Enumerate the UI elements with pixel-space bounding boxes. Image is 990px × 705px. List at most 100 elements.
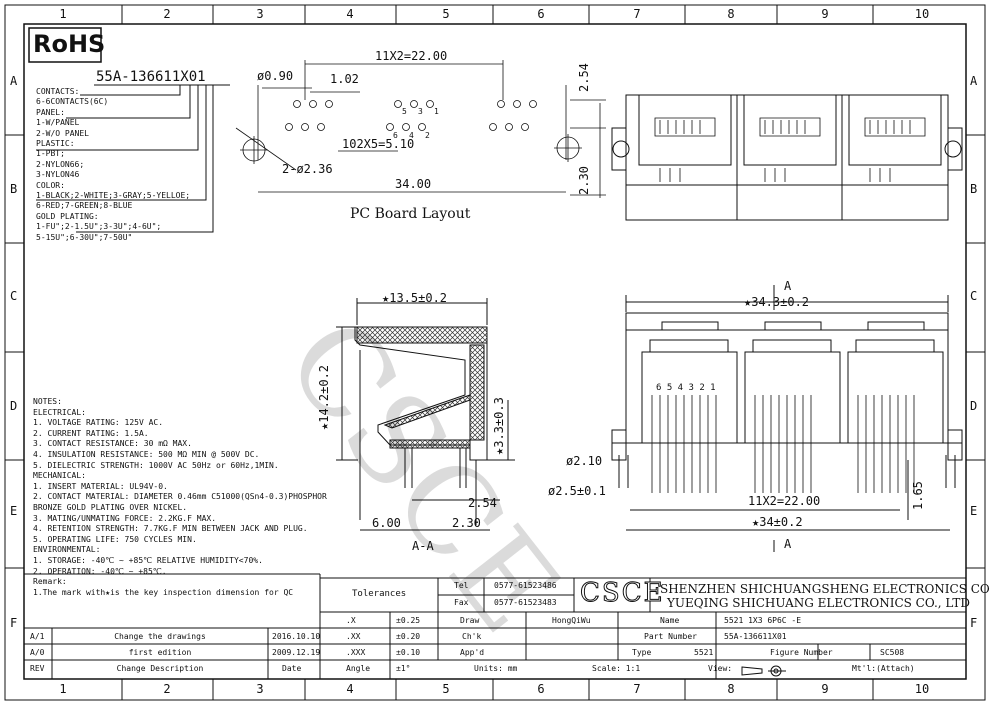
tb-fax: 0577-61523483 (494, 598, 557, 607)
section-dim-pin: ★3.3±0.3 (492, 397, 506, 455)
note-line: 5. DIELECTRIC STRENGTH: 1000V AC 50Hz or… (33, 460, 279, 470)
note-line: 1. STORAGE: -40℃ ~ +85℃ RELATIVE HUMIDIT… (33, 556, 263, 565)
column-label-bottom: 5 (442, 682, 450, 696)
note-line: 1.The mark with★is the key inspection di… (33, 587, 294, 597)
pcb-dim-top: 11X2=22.00 (375, 49, 448, 63)
revision-date: 2016.10.10 (272, 632, 321, 641)
section-dim-230: 2.30 (452, 516, 481, 530)
note-line: MECHANICAL: (33, 471, 86, 481)
tb-fax-label: Fax (454, 598, 469, 607)
pcb-pin-1: 1 (434, 107, 439, 116)
front-pins (651, 395, 915, 493)
tb-company-1: SHENZHEN SHICHUANGSHENG ELECTRONICS CO.,… (660, 582, 990, 596)
option-line: GOLD PLATING: (36, 211, 99, 221)
tb-scale: Scale: 1:1 (592, 664, 641, 673)
tb-draw: HongQiWu (552, 616, 591, 625)
option-line: 6-6CONTACTS(6C) (36, 97, 109, 107)
note-line: ELECTRICAL: (33, 407, 86, 417)
tb-type: 5521 (694, 648, 714, 657)
column-label-top: 3 (256, 7, 264, 21)
tb-tel-label: Tel (454, 581, 469, 590)
tb-app-label: App'd (460, 648, 485, 657)
column-label-bottom: 1 (59, 682, 67, 696)
tb-draw-label: Draw (460, 616, 480, 625)
tb-figure-label: Figure Number (770, 648, 833, 657)
tb-material: Mt'l:(Attach) (852, 664, 915, 673)
revision-id: A/0 (30, 648, 45, 657)
section-dim-top: ★13.5±0.2 (382, 291, 448, 305)
section-dim-height: ★14.2±0.2 (317, 364, 331, 430)
note-line: 1. INSERT MATERIAL: UL94V-0. (33, 481, 168, 491)
column-label-bottom: 9 (821, 682, 829, 696)
pcb-dim-width: 34.00 (395, 177, 432, 191)
revision-header-desc: Change Description (116, 664, 204, 673)
pcb-dim-pitch: 1.02 (330, 72, 359, 86)
tb-name-label: Name (660, 616, 680, 625)
column-label-bottom: 3 (256, 682, 264, 696)
row-label-left: C (10, 289, 18, 303)
note-line: 4. INSULATION RESISTANCE: 500 MΩ MIN @ 5… (33, 450, 260, 459)
front-dim-width: ★34.3±0.2 (744, 295, 810, 309)
row-label-left: F (10, 616, 18, 630)
section-label: A-A (412, 539, 434, 553)
column-label-bottom: 8 (727, 682, 735, 696)
option-line: 6-RED;7-GREEN;8-BLUE (36, 201, 133, 211)
option-line: CONTACTS: (36, 87, 80, 96)
tb-part: 55A-136611X01 (724, 632, 787, 641)
revision-header-date: Date (282, 664, 302, 673)
tolerance-format: .XXX (346, 648, 366, 657)
column-label-bottom: 7 (633, 682, 641, 696)
column-label-top: 4 (346, 7, 354, 21)
front-dim-post: ø2.10 (566, 454, 603, 468)
tolerance-value: ±0.25 (396, 616, 421, 625)
column-label-bottom: 4 (346, 682, 354, 696)
front-dim-right: 1.65 (911, 481, 925, 510)
row-label-left: B (10, 182, 18, 196)
column-label-top: 2 (163, 7, 171, 21)
column-label-top: 1 (59, 7, 67, 21)
tb-part-label: Part Number (644, 632, 697, 641)
column-label-top: 7 (633, 7, 641, 21)
tb-tel: 0577-61523486 (494, 581, 557, 590)
row-label-left: A (10, 74, 18, 88)
tb-name: 5521 1X3 6P6C -E (724, 616, 802, 625)
column-label-bottom: 10 (914, 682, 930, 696)
row-label-left: E (10, 504, 18, 518)
note-line: 5. OPERATING LIFE: 750 CYCLES MIN. (33, 534, 197, 544)
note-line: 3. MATING/UNMATING FORCE: 2.2KG.F MAX. (33, 513, 217, 523)
projection-symbol-icon (740, 662, 788, 681)
pcb-title: PC Board Layout (350, 206, 471, 222)
note-line: Remark: (33, 577, 67, 587)
tolerance-value: ±1° (396, 664, 411, 673)
option-line: 3-NYLON46 (36, 170, 80, 180)
revision-date: 2009.12.19 (272, 648, 321, 657)
rohs-mark: RoHS (33, 30, 106, 58)
row-label-right: B (970, 182, 978, 196)
tb-units: Units: mm (474, 664, 518, 673)
row-label-right: F (970, 616, 978, 630)
tb-company-2: YUEQING SHICHUANG ELECTRONICS CO., LTD (667, 596, 971, 610)
column-label-bottom: 6 (537, 682, 545, 696)
note-line: 2. OPERATION: -40℃ ~ +85℃. (33, 566, 167, 576)
pcb-dim-mount: 2-ø2.36 (282, 162, 333, 176)
pcb-pin-3: 3 (418, 107, 423, 116)
option-line: 1-PBT; (36, 149, 65, 159)
pcb-dim-row: 102X5=5.10 (342, 137, 415, 151)
pcb-dim-right-top: 2.54 (577, 63, 591, 92)
tb-tolerances: Tolerances (352, 589, 407, 599)
note-line: 4. RETENTION STRENGTH: 7.7KG.F MIN BETWE… (33, 524, 308, 534)
tolerance-value: ±0.10 (396, 648, 421, 657)
tb-type-label: Type (632, 648, 652, 657)
front-pin-numbers: 6 5 4 3 2 1 (656, 383, 716, 393)
tb-logo: CSCE (580, 578, 665, 608)
revision-id: A/1 (30, 632, 45, 641)
column-label-top: 9 (821, 7, 829, 21)
option-line: 1-BLACK;2-WHITE;3-GRAY;5-YELLOE; (36, 191, 191, 200)
column-label-top: 6 (537, 7, 545, 21)
option-line: 1-FU";2-1.5U";3-3U";4-6U"; (36, 222, 162, 232)
pcb-pin-2: 2 (425, 131, 430, 140)
note-line: 1. VOLTAGE RATING: 125V AC. (33, 418, 164, 428)
pcb-pin-5: 5 (402, 107, 407, 116)
